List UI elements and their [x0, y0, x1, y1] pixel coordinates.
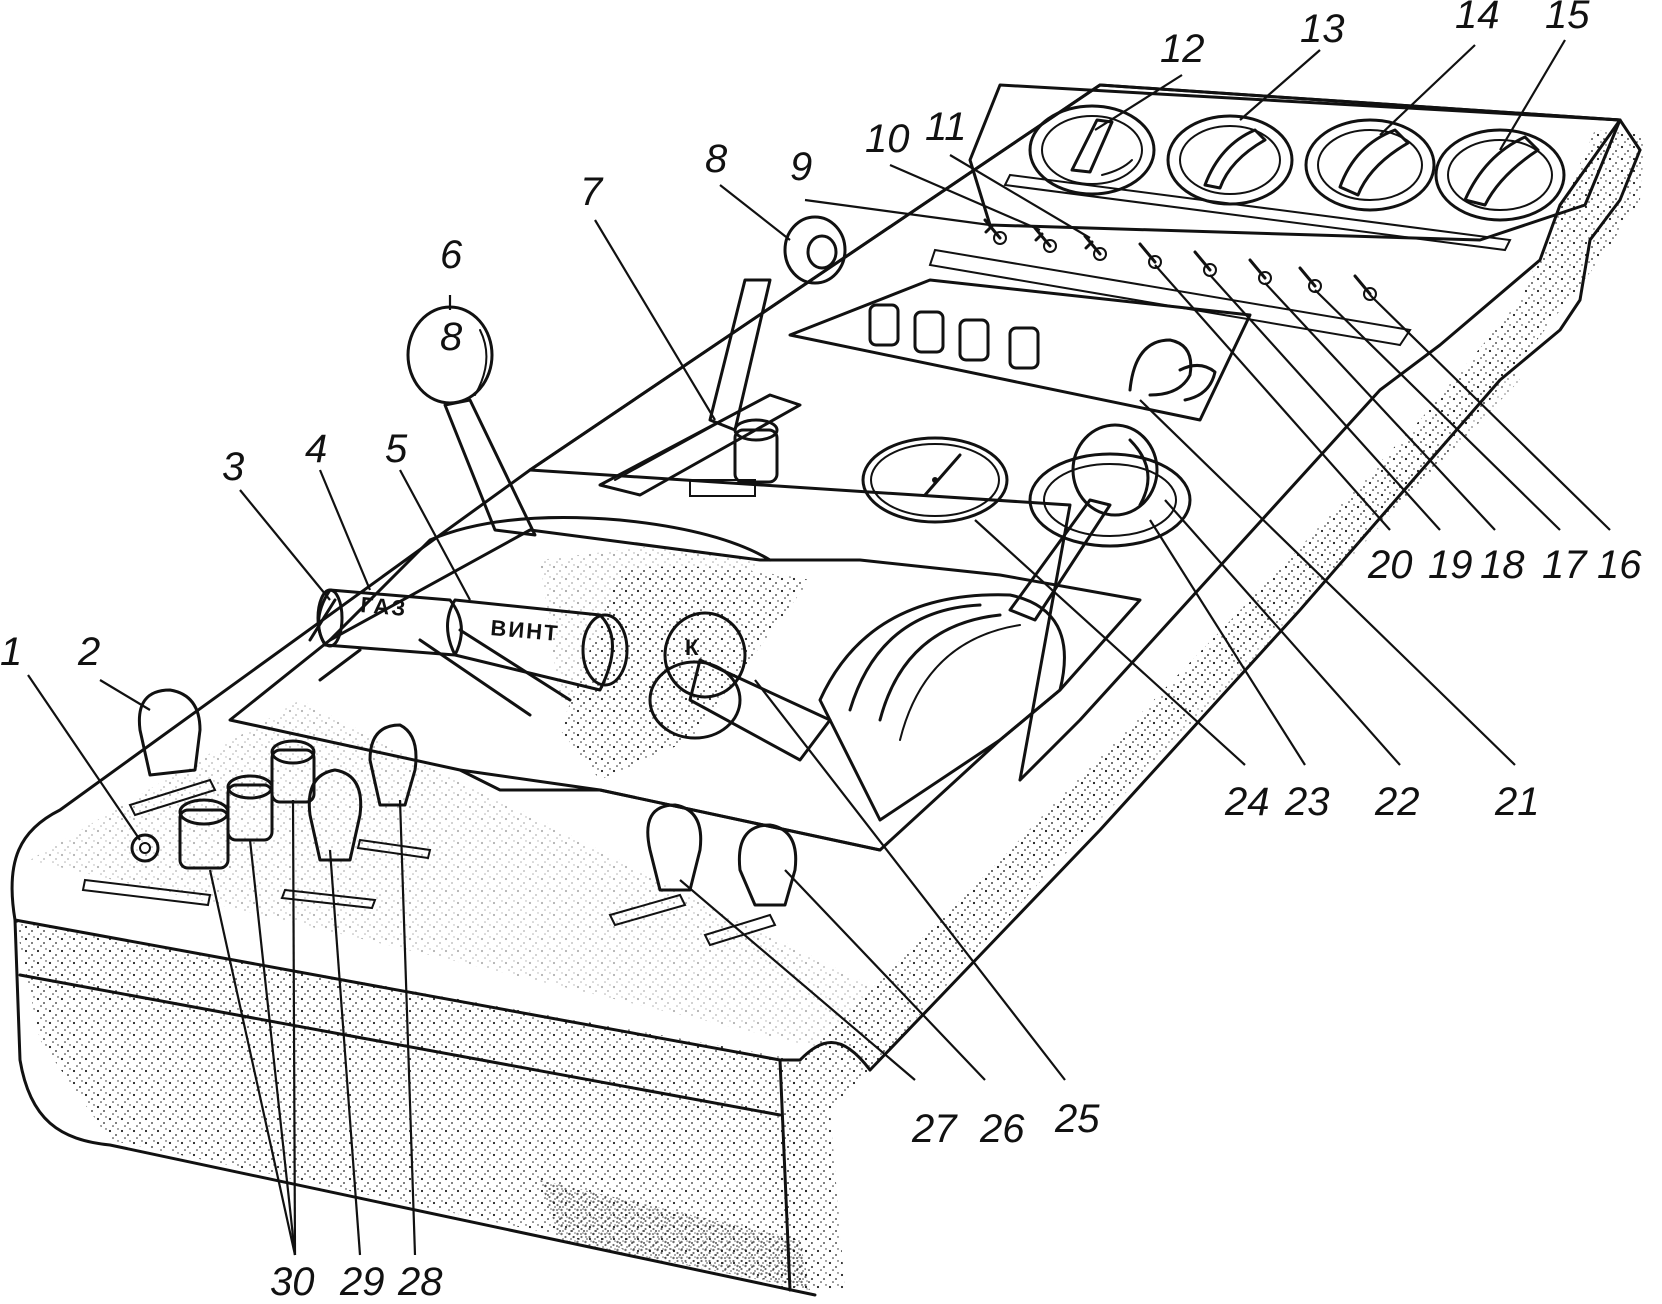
toggle-switch-10	[1033, 226, 1057, 253]
knob-6-label: 8	[440, 315, 463, 359]
propeller-label: ВИНТ	[490, 615, 561, 646]
callout-1: 1	[0, 630, 22, 674]
callout-5: 5	[385, 427, 408, 471]
throttle-grip: ГАЗ	[316, 588, 463, 657]
toggle-switch-16	[1353, 274, 1377, 301]
callout-9: 9	[790, 145, 812, 189]
toggle-switch-11	[1083, 234, 1107, 261]
callout-22: 22	[1374, 780, 1420, 824]
dial-13	[1166, 114, 1294, 206]
lever-21	[1008, 423, 1159, 622]
callout-8: 8	[705, 137, 728, 181]
callout-3: 3	[222, 445, 244, 489]
throttle-label: ГАЗ	[360, 592, 409, 621]
callout-11: 11	[925, 105, 967, 149]
knob-k-label: К	[685, 635, 700, 660]
lower-controls	[81, 688, 798, 947]
callout-24: 24	[1224, 780, 1270, 824]
toggle-switch-9	[983, 218, 1007, 245]
callout-30: 30	[270, 1260, 315, 1304]
lever-quadrant	[228, 516, 1142, 852]
toggle-switch-18	[1248, 258, 1272, 285]
callout-19: 19	[1428, 543, 1473, 587]
toggle-switch-20	[1138, 242, 1162, 269]
callout-7: 7	[580, 170, 604, 214]
callout-23: 23	[1284, 780, 1330, 824]
callout-12: 12	[1160, 27, 1205, 71]
callout-29: 29	[339, 1260, 385, 1304]
fuse-knobs	[868, 303, 1040, 370]
dial-12	[1028, 104, 1156, 196]
callout-26: 26	[979, 1107, 1025, 1151]
callout-4: 4	[305, 427, 327, 471]
toggle-switch-17	[1298, 266, 1322, 293]
propeller-grip: ВИНТ	[446, 598, 629, 692]
callout-13: 13	[1300, 7, 1345, 51]
lever-base-ring-22-23	[1028, 452, 1192, 548]
callout-28: 28	[397, 1260, 443, 1304]
dial-15	[1434, 128, 1566, 222]
dial-14	[1304, 118, 1436, 212]
callout-10: 10	[865, 117, 910, 161]
callout-17: 17	[1542, 543, 1588, 587]
callout-14: 14	[1455, 0, 1500, 37]
trim-lever-7-8	[598, 215, 847, 497]
callout-18: 18	[1480, 543, 1525, 587]
callout-2: 2	[77, 630, 100, 674]
callout-21: 21	[1494, 780, 1540, 824]
lever-6: 8	[406, 305, 537, 537]
lever-25: К	[648, 611, 832, 762]
upper-panel	[528, 83, 1622, 782]
callout-27: 27	[911, 1107, 958, 1151]
leader-lines	[27, 39, 1611, 1256]
gauge-24	[861, 436, 1009, 524]
callout-20: 20	[1367, 543, 1413, 587]
callout-15: 15	[1545, 0, 1590, 37]
toggle-switch-19	[1193, 250, 1217, 277]
callout-16: 16	[1597, 543, 1642, 587]
toggle-switch-row	[983, 218, 1377, 301]
cover-switch-21	[1128, 338, 1217, 402]
callout-25: 25	[1054, 1097, 1100, 1141]
callout-6: 6	[440, 233, 463, 277]
